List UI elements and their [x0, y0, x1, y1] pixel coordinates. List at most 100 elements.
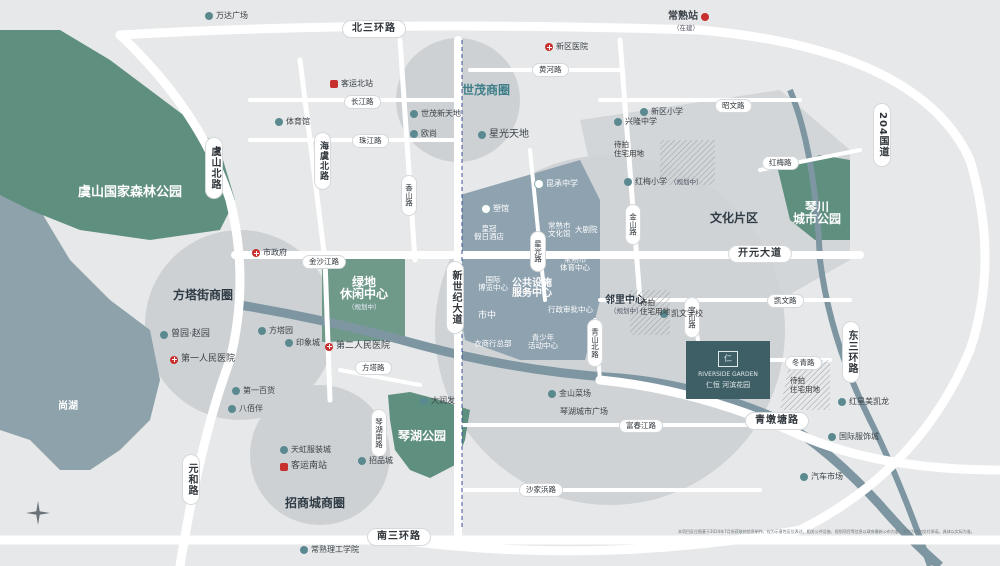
poi-grand-theater[interactable]: 大剧院 [575, 225, 598, 234]
poi-ouqian[interactable]: 欧尚 [410, 130, 437, 138]
qingdun-road [595, 375, 1000, 475]
poi-qinhu-plaza-label: 琴湖城市广场 [560, 407, 608, 416]
road-qingshan-north: 青山北路 [588, 320, 602, 366]
poi-jinshan-cm[interactable]: 金山菜场 [548, 390, 591, 398]
mall-icon [232, 387, 240, 395]
qinhu-park-label: 琴湖公园 [398, 429, 447, 443]
public-zone [455, 160, 600, 360]
fangta-road [338, 368, 422, 387]
poi-bus-north[interactable]: 客运北站 [330, 80, 373, 88]
poi-wenhua-center[interactable]: 常熟市 文化馆 [548, 221, 571, 238]
government-icon [252, 249, 260, 257]
poi-sports-center[interactable]: 常熟市 体育中心 [560, 255, 590, 272]
shimao-label: 世茂商圈 [462, 83, 511, 97]
mall-icon [838, 398, 846, 406]
wenhua-label: 文化片区 [710, 211, 759, 225]
poi-xinqu-hospital-label: 新区医院 [556, 42, 588, 51]
zhaoshang-label: 招商城商圈 [285, 496, 346, 510]
road-fuchunjiang: 富春江路 [620, 420, 662, 432]
poi-shimao-new[interactable]: 世茂新天地 [410, 110, 461, 118]
yushan-park-label: 虞山国家森林公园 [78, 185, 183, 200]
disclaimer: 本项目区位图基于2024年7月所获取的信息制作，仅为示意性区位表达，相关公共设施… [678, 529, 975, 534]
poi-huangguan[interactable]: 皇冠 假日酒店 [474, 224, 504, 241]
poi-zhuowo-middle[interactable]: 昆承中学 [535, 180, 578, 188]
stadium-icon [275, 118, 283, 126]
plot-label-1: 待拍 住宅用地 [614, 140, 644, 158]
poi-tiyuguan-label: 体育馆 [286, 117, 310, 126]
poi-xinglian-middle[interactable]: 兴隆中学 [614, 118, 657, 126]
road-dongqing: 冬青路 [786, 357, 821, 369]
poi-fangtayuan-label: 方塔园 [269, 326, 293, 335]
poi-zhaopin[interactable]: 招品城 [358, 457, 393, 465]
poi-jinshan-cm-label: 金山菜场 [559, 389, 591, 398]
poi-kaiwen-school-label: 凯文学校 [671, 309, 703, 318]
school-icon [640, 108, 648, 116]
plot-hatch-1 [660, 140, 715, 185]
road-south-ring: 南三环路 [368, 529, 430, 545]
poi-hongxing[interactable]: 红星美凯龙 [838, 398, 889, 406]
poi-wanda-label: 万达广场 [216, 11, 248, 20]
poi-city-gov[interactable]: 市政府 [252, 249, 287, 257]
xiangshan-road [397, 37, 418, 263]
qinhu-park-shape [388, 392, 470, 478]
market-icon [548, 390, 556, 398]
poi-shizhong[interactable]: 市中 [478, 311, 497, 321]
poi-fangtayuan[interactable]: 方塔园 [258, 327, 293, 335]
poi-intl-clothing[interactable]: 国际服饰城 [828, 433, 879, 441]
poi-tiyuguan[interactable]: 体育馆 [275, 118, 310, 126]
road-kaiwen: 凯文路 [768, 295, 803, 307]
poi-suguan[interactable]: 塑馆 [482, 205, 509, 213]
poi-car-market[interactable]: 汽车市场 [800, 473, 843, 481]
poi-zengyuan[interactable]: 曾园·赵园 [160, 330, 210, 339]
poi-hongmei-primary-sub: （规划中） [670, 177, 703, 186]
poi-suguan-label: 塑馆 [493, 204, 509, 213]
bus-icon [330, 80, 338, 88]
poi-tech-college[interactable]: 常熟理工学院 [300, 546, 359, 554]
project-en: RIVERSIDE GARDEN [698, 371, 758, 378]
poi-bafang-label: 八佰伴 [239, 404, 263, 413]
project-logo[interactable]: 仁 RIVERSIDE GARDEN 仁恒 河滨花园 [686, 341, 770, 399]
poi-second-hospital[interactable]: 第二人民医院 [325, 342, 390, 351]
poi-xingguang[interactable]: 星光天地 [478, 130, 529, 140]
road-qinhu-south: 琴湖南路 [372, 410, 386, 456]
neighbor-sub: （规划中） [610, 307, 643, 315]
poi-dayuefu-label: 大润发 [431, 396, 455, 405]
road-wenhua: 昭文路 [716, 100, 751, 112]
poi-admin-center[interactable]: 行政审批中心 [548, 305, 593, 314]
poi-first-hospital[interactable]: 第一人民医院 [170, 355, 235, 364]
poi-car-market-label: 汽车市场 [811, 472, 843, 481]
hospital-icon [325, 342, 333, 351]
school-icon [614, 118, 622, 126]
poi-expo[interactable]: 国际 博览中心 [478, 275, 508, 292]
poi-yinxiangcheng[interactable]: 印象城 [285, 339, 320, 347]
poi-xinqu-hospital[interactable]: 新区医院 [545, 43, 588, 51]
poi-yishang[interactable]: 衣商行总部 [474, 339, 512, 348]
poi-xinqu-primary[interactable]: 新区小学 [640, 108, 683, 116]
poi-qinhu-plaza[interactable]: 琴湖城市广场 [560, 408, 608, 416]
poi-hongmei-primary-label: 红梅小学 [635, 177, 667, 186]
school-icon [535, 180, 543, 188]
poi-first-dept[interactable]: 第一百货 [232, 387, 275, 395]
road-jinshan: 金山路 [626, 205, 640, 244]
road-huanghe: 黄河路 [533, 64, 568, 76]
road-xiangshan: 香山路 [402, 176, 416, 215]
poi-bafang[interactable]: 八佰伴 [228, 405, 263, 413]
garden-icon [160, 330, 168, 339]
poi-hongmei-primary[interactable]: 红梅小学（规划中） [624, 178, 703, 186]
jinshan-road [617, 37, 643, 303]
poi-bus-south[interactable]: 客运南站 [280, 462, 327, 471]
poi-youth-center[interactable]: 青少年 活动中心 [528, 333, 558, 350]
poi-station-label: 常熟站 [668, 11, 698, 22]
mall-icon [358, 457, 366, 465]
poi-dayuefu[interactable]: 大润发 [420, 397, 455, 405]
road-g204: 204国道 [874, 104, 890, 166]
compass-icon [26, 501, 50, 525]
poi-changshu-station[interactable]: 常熟站 [668, 12, 709, 22]
poi-tianhong[interactable]: 天虹服装城 [280, 446, 331, 454]
mall-icon [228, 405, 236, 413]
poi-wanda[interactable]: 万达广场 [205, 12, 248, 20]
plot-label-3: 待拍 住宅用地 [790, 376, 820, 394]
poi-kaiwen-school[interactable]: 凯文学校 [660, 310, 703, 318]
